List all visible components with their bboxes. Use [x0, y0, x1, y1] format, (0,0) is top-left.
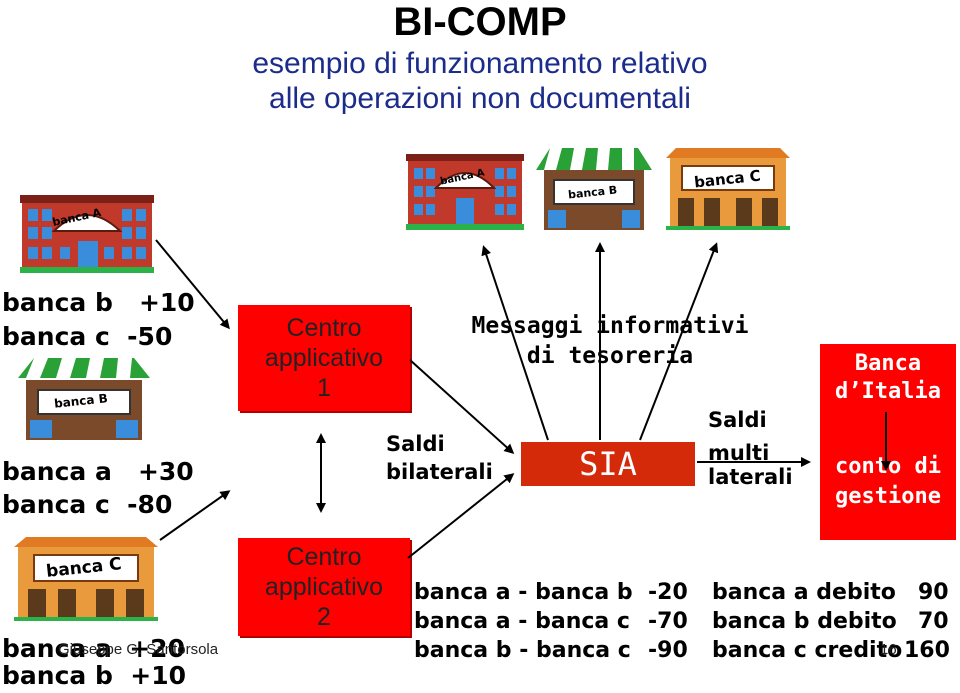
bilateral-row-2-pair: banca a - banca c: [414, 609, 630, 634]
bank-b-building-icon: [18, 358, 150, 440]
bilateral-row-3-value: -90: [648, 638, 688, 663]
bank-a-balance-1: banca b +10: [2, 288, 195, 317]
saldi-bilaterali-line2: bilaterali: [386, 460, 493, 484]
centro1-line2: applicativo: [264, 344, 384, 372]
bilateral-row-1-value: -20: [648, 580, 688, 605]
arrow-bank-c-to-centro2: [159, 490, 231, 541]
bilateral-row-1-pair: banca a - banca b: [414, 580, 633, 605]
bank-c-balance-1: banca a +20: [2, 634, 185, 663]
centro-applicativo-1: Centro applicativo 1: [238, 305, 410, 411]
banca-italia-box: Banca d’Italia conto di gestione: [820, 344, 956, 540]
top-bank-c-building-icon: [666, 148, 790, 230]
bank-b-balance-2: banca c -80: [2, 490, 173, 519]
arrow-centro1-to-sia: [409, 359, 515, 455]
messaggi-informativi-label: Messaggi informativi di tesoreria: [460, 311, 760, 371]
settlement-row-1-value: 90: [918, 580, 949, 605]
top-bank-a-building-icon: [406, 154, 524, 230]
centro2-line2: applicativo: [264, 573, 384, 601]
arrow-bank-a-to-centro1: [155, 239, 230, 330]
banca-italia-line4: gestione: [835, 484, 941, 509]
centro-applicativo-2: Centro applicativo 2: [238, 538, 410, 636]
arrow-sia-to-bank-a: [481, 245, 549, 441]
bank-a-balance-2: banca c -50: [2, 322, 173, 351]
arrow-sia-to-bank-c: [639, 242, 719, 441]
bilateral-row-3-pair: banca b - banca c: [414, 638, 631, 663]
arrow-centro2-to-sia: [407, 473, 515, 559]
saldi-bilaterali-line1: Saldi: [386, 432, 445, 456]
saldi-multilaterali-label: Saldi multi laterali: [708, 406, 793, 490]
banca-italia-line2: d’Italia: [835, 379, 941, 404]
centro2-line3: 2: [317, 603, 331, 631]
top-bank-b-building-icon: [536, 148, 652, 230]
settlement-row-2-value: 70: [918, 609, 949, 634]
settlement-row-1-bank: banca a debito: [712, 580, 896, 605]
settlement-row-3-value: 160: [904, 638, 950, 663]
banca-italia-line1: Banca: [854, 351, 922, 376]
centro2-line1: Centro: [286, 543, 362, 571]
footer-page-number: 16: [880, 641, 897, 658]
saldi-multi-line2: multi: [708, 441, 770, 465]
sia-box: SIA: [521, 442, 695, 486]
bank-c-building-icon: [14, 537, 158, 621]
saldi-bilaterali-label: Saldi bilaterali: [386, 430, 493, 486]
saldi-multi-line1: Saldi: [708, 408, 767, 432]
bank-a-building-icon: [20, 195, 154, 273]
bank-b-balance-1: banca a +30: [2, 457, 194, 486]
page-title: BI-COMP: [393, 0, 567, 44]
bilateral-row-2-value: -70: [648, 609, 688, 634]
messaggi-line2: di tesoreria: [526, 343, 694, 369]
footer-author: Giuseppe G. Santorsola: [58, 641, 219, 658]
settlement-row-3-bank: banca c credito: [712, 638, 903, 663]
centro1-line1: Centro: [286, 314, 362, 342]
messaggi-line1: Messaggi informativi: [471, 313, 749, 339]
subtitle-line-2: alle operazioni non documentali: [269, 82, 691, 115]
centro1-line3: 1: [317, 374, 331, 402]
subtitle-line-1: esempio di funzionamento relativo: [252, 47, 708, 80]
saldi-multi-line3: laterali: [708, 465, 793, 489]
bank-c-balance-2: banca b +10: [2, 661, 186, 690]
settlement-row-2-bank: banca b debito: [712, 609, 897, 634]
